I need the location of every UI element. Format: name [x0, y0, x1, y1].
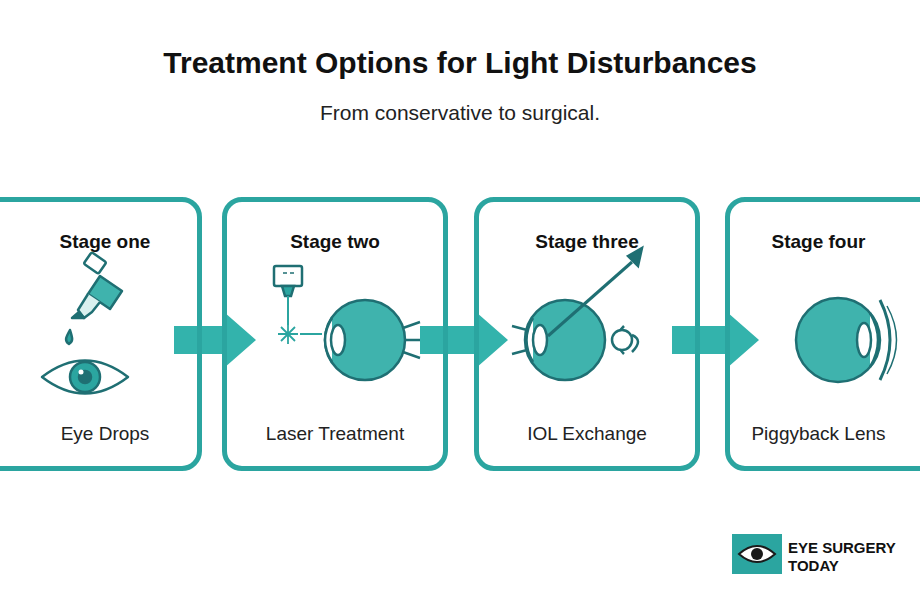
- piggyback-lens-icon: [796, 298, 897, 382]
- stage-heading: Stage four: [713, 231, 920, 253]
- block-arrow: [420, 312, 508, 368]
- treatment-label: Piggyback Lens: [713, 423, 920, 445]
- stage-box: Stage twoLaser Treatment: [222, 197, 448, 471]
- treatment-label: Laser Treatment: [227, 423, 443, 445]
- stage-box: Stage fourPiggyback Lens: [725, 197, 920, 471]
- eye-drop-icon: [42, 252, 128, 393]
- block-arrow: [174, 312, 256, 368]
- stage-heading: Stage two: [227, 231, 443, 253]
- laser-eye-icon: [274, 266, 420, 380]
- diagram-title: Treatment Options for Light Disturbances: [0, 46, 920, 80]
- logo-text: EYE SURGERY TODAY: [788, 539, 913, 575]
- stage-heading: Stage three: [479, 231, 695, 253]
- stage-heading: Stage one: [0, 231, 212, 253]
- treatment-label: IOL Exchange: [479, 423, 695, 445]
- logo-mark: [732, 534, 782, 574]
- block-arrow: [672, 312, 759, 368]
- iol-exchange-icon: [512, 248, 642, 380]
- treatment-label: Eye Drops: [0, 423, 212, 445]
- stage-box: Stage oneEye Drops: [0, 197, 202, 471]
- stage-box: Stage threeIOL Exchange: [474, 197, 700, 471]
- diagram-caption: From conservative to surgical.: [0, 101, 920, 125]
